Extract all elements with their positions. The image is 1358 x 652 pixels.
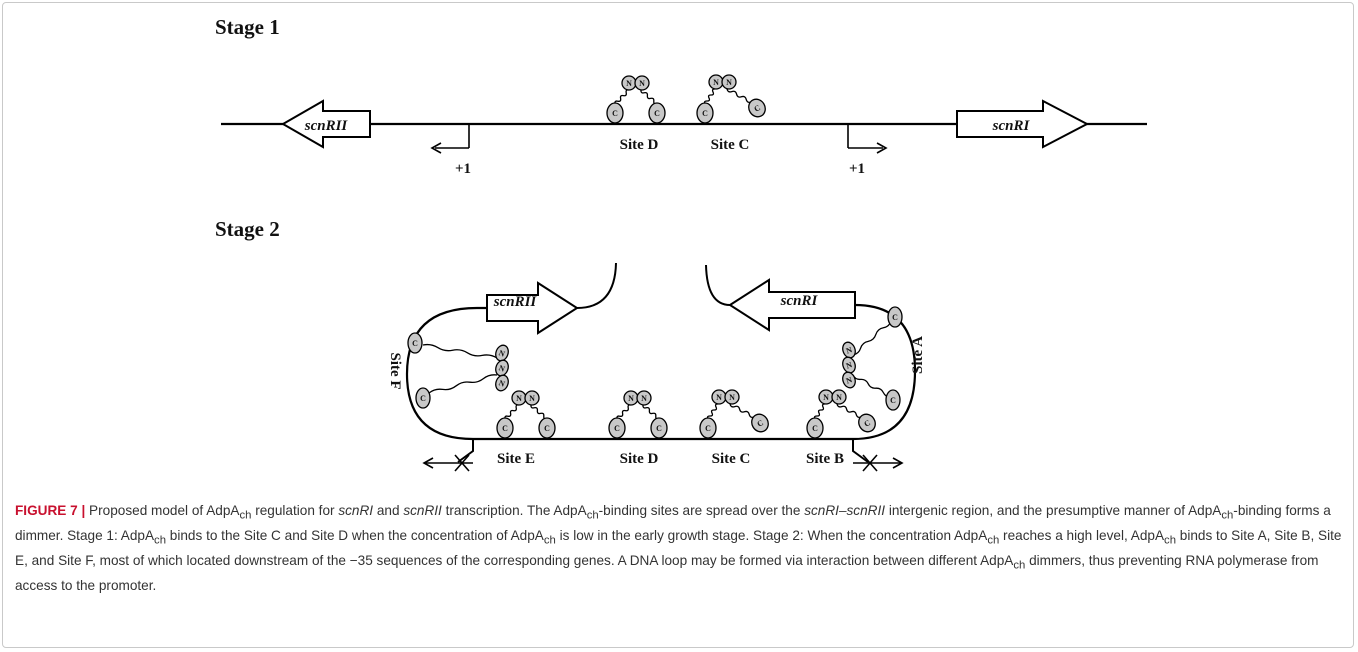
- n-domain: N: [624, 391, 638, 405]
- svg-text:N: N: [729, 393, 735, 402]
- svg-text:C: C: [412, 339, 418, 348]
- gene-label-scnri: scnRI: [992, 118, 1031, 134]
- n-domain: N: [494, 373, 511, 392]
- svg-text:N: N: [626, 79, 632, 88]
- c-domain: C: [746, 96, 769, 120]
- svg-text:C: C: [656, 424, 662, 433]
- svg-text:N: N: [716, 393, 722, 402]
- svg-text:N: N: [823, 393, 829, 402]
- c-domain: C: [888, 307, 902, 327]
- n-domain: N: [635, 76, 649, 90]
- n-domain: N: [512, 391, 526, 405]
- site-c-label: Site C: [711, 137, 750, 153]
- tss-arrow-right: [848, 124, 886, 153]
- c-domain: C: [749, 411, 772, 435]
- figure-label: FIGURE 7 |: [15, 503, 85, 518]
- n-domain: N: [725, 390, 739, 404]
- c-domain: C: [697, 103, 713, 123]
- gene-label-scnrii: scnRII: [304, 118, 349, 134]
- svg-text:C: C: [612, 109, 618, 118]
- svg-text:C: C: [614, 424, 620, 433]
- n-domain: N: [637, 391, 651, 405]
- tss-label-right: +1: [849, 161, 865, 177]
- site-e-label: Site E: [497, 451, 535, 467]
- site-f-label: Site F: [387, 352, 403, 389]
- c-domain: C: [856, 411, 879, 435]
- stage2-diagram: scnRII scnRI +1 +1: [387, 263, 926, 473]
- c-domain: C: [416, 388, 430, 408]
- tss-arrow-left: [432, 124, 469, 153]
- c-domain: C: [408, 333, 422, 353]
- svg-text:C: C: [892, 313, 898, 322]
- svg-text:C: C: [705, 424, 711, 433]
- svg-text:C: C: [420, 394, 426, 403]
- c-domain: C: [700, 418, 716, 438]
- gene-label-scnrii: scnRII: [493, 294, 538, 310]
- figure-caption: FIGURE 7 | Proposed model of AdpAch regu…: [15, 501, 1345, 597]
- n-domain: N: [819, 390, 833, 404]
- n-domain: N: [622, 76, 636, 90]
- adpa-dimer-site-a: CCNNN: [841, 307, 902, 410]
- n-domain: N: [832, 390, 846, 404]
- stage1-diagram: scnRII scnRI +1 +1 Site D: [221, 75, 1147, 177]
- tss-label-left: +1: [455, 161, 471, 177]
- svg-text:C: C: [544, 424, 550, 433]
- svg-text:C: C: [812, 424, 818, 433]
- adpa-dimer-site-d: C C NN: [609, 391, 667, 438]
- n-domain: N: [709, 75, 723, 89]
- svg-text:C: C: [654, 109, 660, 118]
- c-domain: C: [609, 418, 625, 438]
- figure-diagram: Stage 1 Stage 2 scnRII scnRI +1: [3, 3, 1355, 473]
- gene-label-scnri: scnRI: [780, 293, 819, 309]
- svg-text:N: N: [639, 79, 645, 88]
- c-domain: C: [539, 418, 555, 438]
- svg-text:N: N: [726, 78, 732, 87]
- svg-text:N: N: [516, 394, 522, 403]
- svg-text:N: N: [529, 394, 535, 403]
- svg-text:C: C: [502, 424, 508, 433]
- n-domain: N: [722, 75, 736, 89]
- site-b-label: Site B: [806, 451, 844, 467]
- svg-text:C: C: [702, 109, 708, 118]
- dna-loop-top-right: [706, 265, 730, 305]
- c-domain: C: [649, 103, 665, 123]
- dna-loop-left: [407, 308, 487, 439]
- n-domain: N: [712, 390, 726, 404]
- svg-text:N: N: [713, 78, 719, 87]
- site-d-label: Site D: [620, 137, 659, 153]
- n-domain: N: [841, 370, 858, 389]
- svg-text:N: N: [641, 394, 647, 403]
- c-domain: C: [651, 418, 667, 438]
- site-c-label: Site C: [712, 451, 751, 467]
- n-domain: N: [525, 391, 539, 405]
- c-domain: C: [886, 390, 900, 410]
- site-d-label: Site D: [620, 451, 659, 467]
- site-a-label: Site A: [910, 336, 926, 374]
- svg-text:N: N: [836, 393, 842, 402]
- dna-loop-top-left: [577, 263, 616, 308]
- svg-text:C: C: [890, 396, 896, 405]
- svg-text:N: N: [628, 394, 634, 403]
- c-domain: C: [607, 103, 623, 123]
- c-domain: C: [497, 418, 513, 438]
- c-domain: C: [807, 418, 823, 438]
- regulation-model-diagram: scnRII scnRI +1 +1 Site D: [3, 3, 1355, 473]
